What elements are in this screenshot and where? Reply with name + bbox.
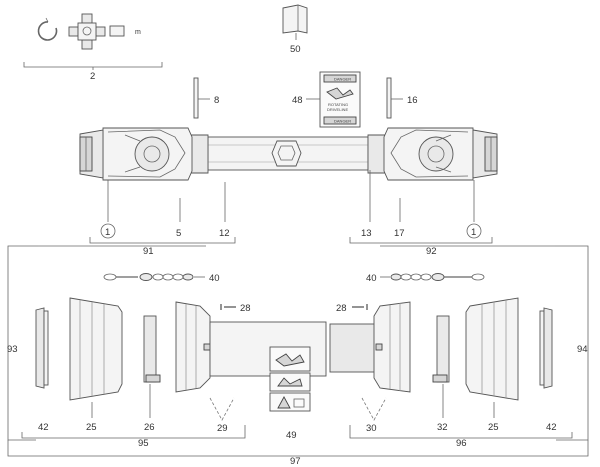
label-25-left: 25 [86,422,97,433]
label-8: 8 [214,95,219,106]
label-48: 48 [292,95,303,106]
svg-text:DRIVELINE: DRIVELINE [327,107,348,112]
label-95: 95 [138,438,149,449]
label-1-left: 1 [105,227,110,238]
warning-triangle-icon [277,396,291,409]
label-13: 13 [361,228,372,239]
sticker-strip-right [386,77,392,119]
label-25-right: 25 [488,422,499,433]
guard-bearing-left-part [143,315,161,383]
label-29: 29 [217,423,228,434]
warning-sticker-part: DANGER ROTATING DRIVELINE DANGER [319,71,361,128]
guard-cone-left-part [69,297,123,401]
label-26: 26 [144,422,155,433]
label-97: 97 [290,456,301,467]
label-49: 49 [286,430,297,441]
label-91: 91 [143,246,154,257]
inner-guard-tube-part [329,301,411,393]
entanglement-warning-icon [275,353,305,367]
label-94: 94 [577,344,588,355]
guard-ring-left-part [35,307,49,389]
label-1-right: 1 [471,227,476,238]
sticker-strip-left [193,77,199,119]
label-93: 93 [7,344,18,355]
label-28-right: 28 [336,303,347,314]
assembled-driveshaft [79,127,498,181]
svg-text:DANGER: DANGER [334,77,351,82]
label-17: 17 [394,228,405,239]
circlip-part [37,17,58,41]
label-32: 32 [437,422,448,433]
label-96: 96 [456,438,467,449]
label-40-right: 40 [366,273,377,284]
label-40-left: 40 [209,273,220,284]
rotating-hazard-icon [277,377,303,387]
label-92: 92 [426,246,437,257]
safety-chain-left [103,273,194,281]
label-42-right: 42 [546,422,557,433]
label-30: 30 [366,423,377,434]
label-28-left: 28 [240,303,251,314]
label-12: 12 [219,228,230,239]
label-50: 50 [290,44,301,55]
guard-cone-right-part [465,297,519,401]
label-5: 5 [176,228,181,239]
guard-ring-right-part [539,307,553,389]
label-2: 2 [90,71,95,82]
label-42-left: 42 [38,422,49,433]
safety-chain-right [390,273,485,281]
universal-joint-cross-part: m [68,13,141,50]
entanglement-warning-icon [326,87,354,100]
svg-text:ROTATING: ROTATING [328,102,348,107]
svg-text:DANGER: DANGER [334,119,351,124]
guard-warning-stickers-part [269,346,311,412]
svg-text:m: m [135,29,141,36]
tube-coupling-part [271,140,302,167]
label-16: 16 [407,95,418,106]
guard-bearing-right-part [432,315,450,383]
manual-book-icon [282,4,308,34]
